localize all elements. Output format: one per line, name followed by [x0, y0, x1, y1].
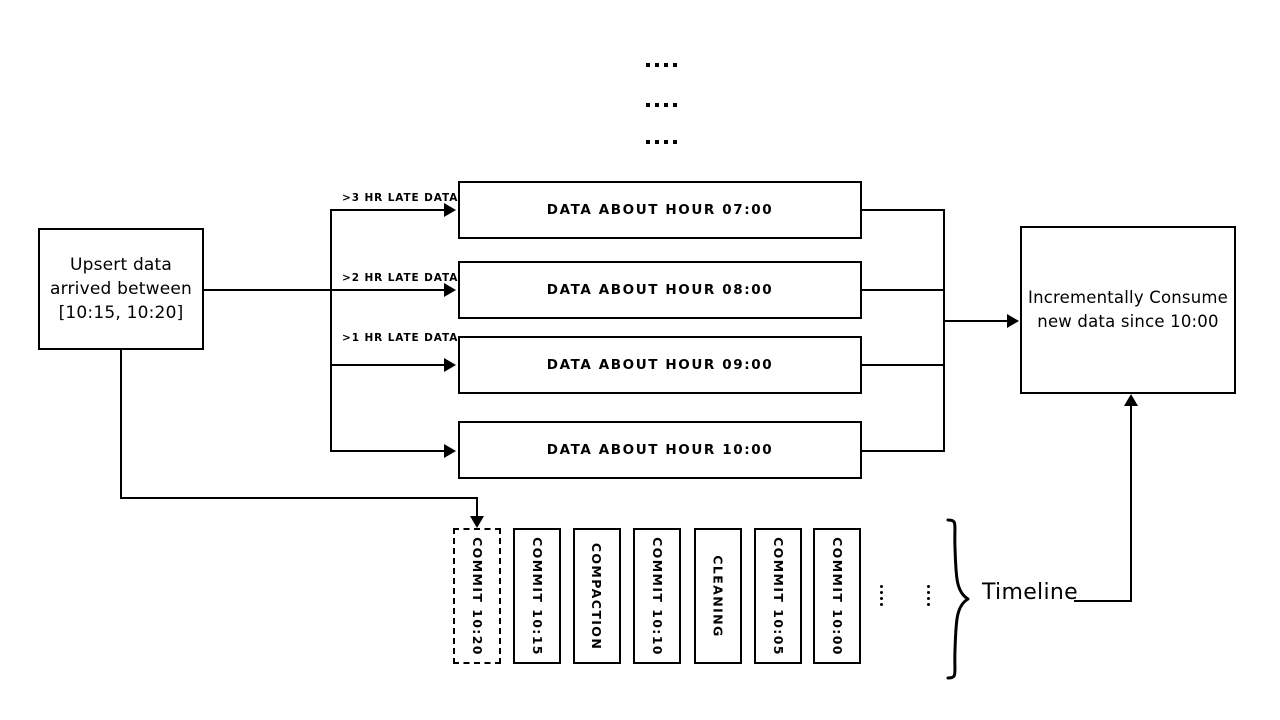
- branch-arrow-hour-07: [444, 203, 456, 217]
- edge-label-2hr-late: >2 HR LATE DATA: [342, 272, 459, 284]
- timeline-commit-1-label: COMMIT 10:15: [529, 536, 545, 656]
- timeline-commit-4-label: CLEANING: [710, 554, 726, 638]
- timeline-to-consumer-arrow: [1124, 394, 1138, 406]
- branch-arrow-hour-10: [444, 444, 456, 458]
- timeline-commit-6-label: COMMIT 10:00: [829, 536, 845, 656]
- incremental-consumer-box[interactable]: Incrementally Consume new data since 10:…: [1020, 226, 1236, 394]
- merge-line-hour-07: [860, 209, 945, 211]
- incremental-consumer-text: Incrementally Consume new data since 10:…: [1028, 288, 1228, 331]
- branch-line-hour-07: [330, 209, 446, 211]
- timeline-commit-6[interactable]: COMMIT 10:00: [813, 528, 861, 664]
- timeline-commit-0[interactable]: COMMIT 10:20: [453, 528, 501, 664]
- top-ellipsis-row-1: [646, 63, 677, 67]
- timeline-brace: [944, 518, 974, 680]
- hour-box-08-label: DATA ABOUT HOUR 08:00: [546, 282, 774, 298]
- timeline-to-consumer-run: [1074, 600, 1132, 602]
- timeline-commit-2[interactable]: COMPACTION: [573, 528, 621, 664]
- timeline-commit-4[interactable]: CLEANING: [694, 528, 742, 664]
- hour-box-09[interactable]: DATA ABOUT HOUR 09:00: [458, 336, 862, 394]
- merge-line-hour-10: [860, 450, 945, 452]
- timeline-label: Timeline: [982, 580, 1078, 605]
- merge-to-consumer-line: [943, 320, 1009, 322]
- branch-line-hour-10: [330, 450, 446, 452]
- branch-line-hour-09: [330, 364, 446, 366]
- hour-box-10[interactable]: DATA ABOUT HOUR 10:00: [458, 421, 862, 479]
- timeline-to-consumer-rise: [1130, 406, 1132, 601]
- hour-box-09-label: DATA ABOUT HOUR 09:00: [546, 357, 774, 373]
- timeline-commit-2-label: COMPACTION: [589, 542, 605, 650]
- branch-line-hour-08: [330, 289, 446, 291]
- timeline-commit-1[interactable]: COMMIT 10:15: [513, 528, 561, 664]
- edge-label-1hr-late: >1 HR LATE DATA: [342, 332, 459, 344]
- top-ellipsis-row-2: [646, 103, 677, 107]
- hour-box-07-label: DATA ABOUT HOUR 07:00: [546, 202, 774, 218]
- hour-box-10-label: DATA ABOUT HOUR 10:00: [546, 442, 774, 458]
- fanout-spine: [330, 209, 332, 451]
- timeline-commit-3[interactable]: COMMIT 10:10: [633, 528, 681, 664]
- timeline-commit-5[interactable]: COMMIT 10:05: [754, 528, 802, 664]
- branch-arrow-hour-08: [444, 283, 456, 297]
- source-to-commit-drop: [120, 350, 122, 498]
- timeline-commit-0-label: COMMIT 10:20: [469, 536, 485, 656]
- upsert-source-text: Upsert data arrived between [10:15, 10:2…: [49, 254, 193, 324]
- top-ellipsis-row-3: [646, 140, 677, 144]
- timeline-ellipsis-1: [880, 585, 883, 606]
- timeline-commit-3-label: COMMIT 10:10: [649, 536, 665, 656]
- hour-box-08[interactable]: DATA ABOUT HOUR 08:00: [458, 261, 862, 319]
- upsert-source-box[interactable]: Upsert data arrived between [10:15, 10:2…: [38, 228, 204, 350]
- timeline-ellipsis-2: [927, 585, 930, 606]
- merge-line-hour-08: [860, 289, 945, 291]
- edge-label-3hr-late: >3 HR LATE DATA: [342, 192, 459, 204]
- commit-drop-arrow: [470, 516, 484, 528]
- source-to-commit-run: [120, 497, 477, 499]
- merge-spine: [943, 209, 945, 452]
- timeline-commit-5-label: COMMIT 10:05: [770, 536, 786, 656]
- branch-arrow-hour-09: [444, 358, 456, 372]
- commit-drop-line: [476, 497, 478, 519]
- merge-line-hour-09: [860, 364, 945, 366]
- hour-box-07[interactable]: DATA ABOUT HOUR 07:00: [458, 181, 862, 239]
- source-to-spine-line: [204, 289, 332, 291]
- merge-to-consumer-arrow: [1007, 314, 1019, 328]
